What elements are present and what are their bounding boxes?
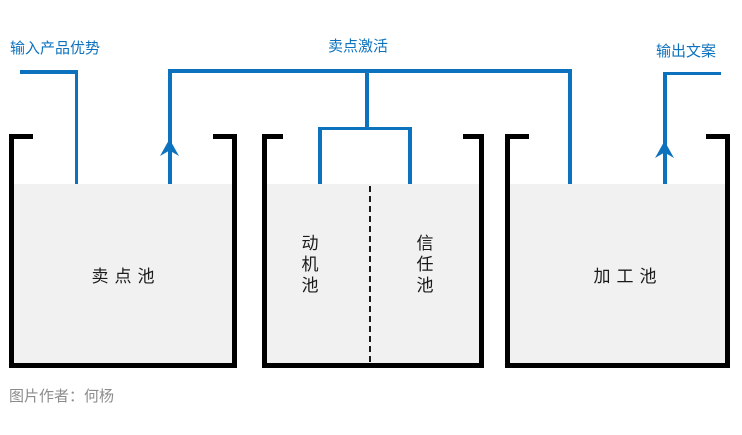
branch-left-vertical xyxy=(318,126,322,205)
activation-main-horizontal xyxy=(168,69,572,73)
pool-water xyxy=(510,184,725,363)
input-label: 输入产品优势 xyxy=(10,39,101,57)
pool-wall-left xyxy=(505,134,510,368)
attribution-text: 图片作者：何杨 xyxy=(9,387,115,405)
branch-right-vertical xyxy=(408,126,412,205)
mid-right-pool-label: 信任池 xyxy=(416,234,434,296)
arrow-up-icon xyxy=(160,139,179,156)
branch-horizontal xyxy=(318,126,412,130)
output-label: 输出文案 xyxy=(656,42,717,60)
pool-water xyxy=(267,184,479,363)
pool-rim-right xyxy=(463,134,484,139)
pool-rim-left xyxy=(505,134,529,139)
output-connector-horizontal xyxy=(663,71,721,75)
pool-bottom xyxy=(9,363,237,368)
pool-wall-right xyxy=(479,134,484,368)
pool-rim-right xyxy=(706,134,730,139)
pool-bottom xyxy=(262,363,484,368)
pool-water xyxy=(14,184,232,363)
pool-rim-left xyxy=(9,134,33,139)
center-drop-vertical xyxy=(365,69,369,130)
pool-divider-dashed-line xyxy=(369,186,371,362)
pool-rim-left xyxy=(262,134,283,139)
input-connector-vertical xyxy=(74,70,78,203)
pool-wall-right xyxy=(725,134,730,368)
input-connector-horizontal xyxy=(20,70,78,74)
right-pool-label: 加工池 xyxy=(593,267,663,287)
left-pool-label: 卖点池 xyxy=(91,267,161,287)
pool-bottom xyxy=(505,363,730,368)
mid-left-pool-label: 动机池 xyxy=(301,234,319,296)
pool-wall-right xyxy=(232,134,237,368)
arrow-up-icon xyxy=(655,141,674,158)
rightpool-down-vertical xyxy=(568,69,572,205)
activation-label: 卖点激活 xyxy=(328,37,389,55)
pool-wall-left xyxy=(9,134,14,368)
pool-rim-right xyxy=(213,134,237,139)
pool-wall-left xyxy=(262,134,267,368)
